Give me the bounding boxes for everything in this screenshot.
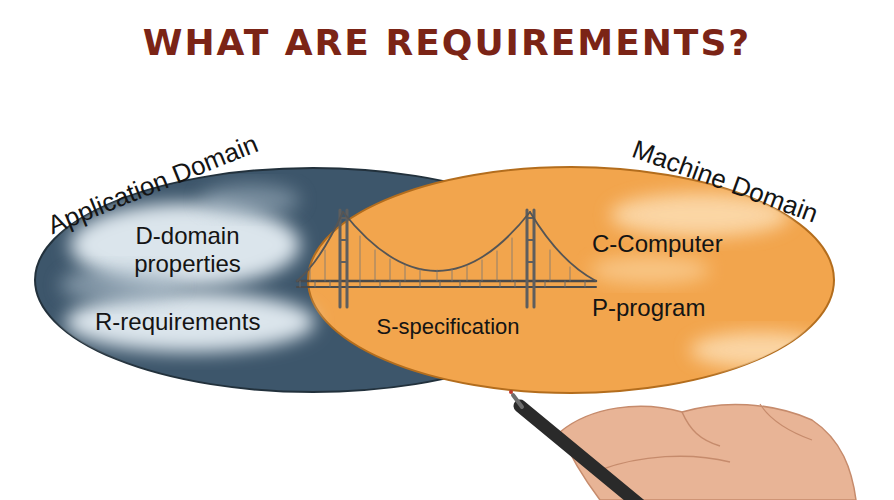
text-slot: D-domain properties <box>100 222 275 277</box>
cloud-texture <box>590 193 830 368</box>
text-slot: S-specification <box>350 314 546 339</box>
domain-item: D-domain properties <box>100 222 275 277</box>
domain-item: P-program <box>592 294 705 322</box>
domain-region: Machine DomainC-ComputerP-program <box>308 166 835 394</box>
text-slot: C-Computer <box>592 230 792 258</box>
text-slot: R-requirements <box>95 308 305 336</box>
hand-drawing <box>509 390 856 500</box>
cloud-texture <box>60 184 315 352</box>
text-slot: P-program <box>592 294 792 322</box>
bridge-drawing <box>297 210 596 307</box>
title-slot: WHAT ARE REQUIREMENTS? <box>0 22 894 63</box>
title: WHAT ARE REQUIREMENTS? <box>143 22 751 63</box>
domain-item: C-Computer <box>592 230 723 258</box>
domain-item: S-specification <box>376 314 519 339</box>
domain-item: R-requirements <box>95 308 260 336</box>
